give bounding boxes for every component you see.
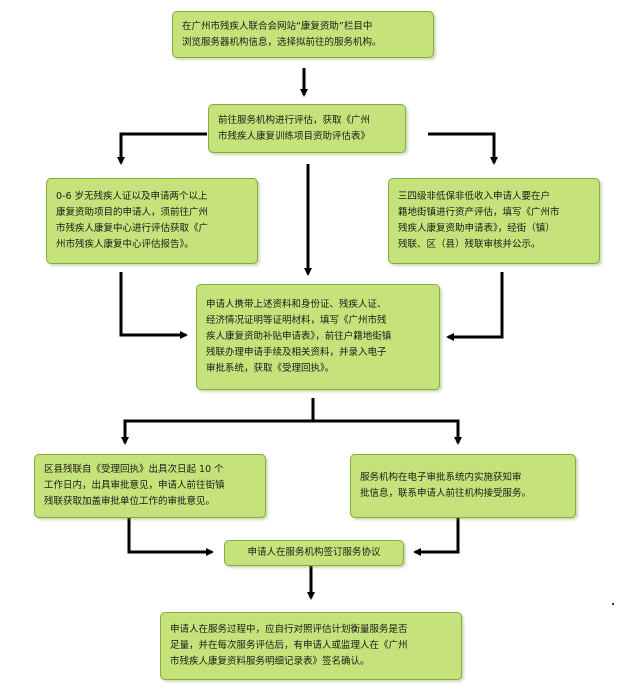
step4-sign-agreement: 申请人在服务机构签订服务协议 xyxy=(224,540,404,566)
step5-service-confirmation: 申请人在服务过程中，应自行对照评估计划衡量服务是否 足量，并在每次服务评估后，有… xyxy=(160,612,462,680)
arrow-step2-to-right xyxy=(428,132,498,165)
right-result-institution-notified: 服务机构在电子审批系统内实施获知审 批信息，联系申请人前往机构接受服务。 xyxy=(350,454,576,518)
arrow-right-to-step3 xyxy=(446,272,504,341)
arrow-step3-to-right-result xyxy=(313,419,462,445)
step3-submit-application: 申请人携带上述资料和身份证、残疾人证、 经济情况证明等证明材料，填写《广州市残 … xyxy=(196,284,440,390)
arrow-step2-to-left xyxy=(117,132,207,165)
step2-assessment: 前往服务机构进行评估，获取《广州 市残疾人康复训练项目资助评估表》 xyxy=(208,104,406,153)
left-result-district-approval: 区县残联自《受理回执》出具次日起 10 个 工作日内，出具审批意见，申请人前往街… xyxy=(34,454,266,518)
arrow-step3-to-left-result xyxy=(121,419,313,445)
arrow-left-to-step3 xyxy=(119,272,188,339)
stray-dot xyxy=(612,603,614,605)
right-branch-asset-assessment: 三四级非低保非低收入申请人要在户 籍地街镇进行资产评估，填写《广州市 残疾人康复… xyxy=(388,178,600,264)
left-branch-under-six: 0-6 岁无残疾人证以及申请两个以上 康复资助项目的申请人，须前往广州 市残疾人… xyxy=(46,178,258,264)
arrow-right-result-to-step4 xyxy=(413,516,460,556)
step1-browse-institutions: 在广州市残疾人联合会网站“康复资助”栏目中 浏览服务器机构信息，选择拟前往的服务… xyxy=(172,11,434,58)
arrow-left-result-to-step4 xyxy=(127,516,214,556)
